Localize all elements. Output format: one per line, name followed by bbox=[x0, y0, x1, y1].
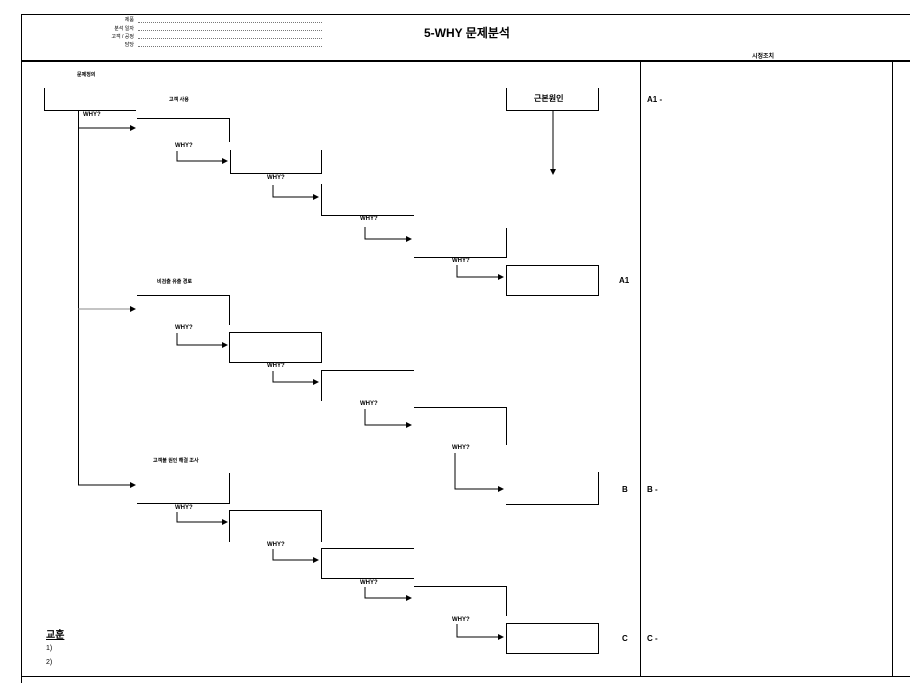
arrow-b2 bbox=[176, 333, 228, 348]
why-label-c3: WHY? bbox=[360, 580, 378, 586]
why-box-c1[interactable] bbox=[137, 473, 230, 504]
why-label-a4: WHY? bbox=[360, 216, 378, 222]
arrow-b5 bbox=[454, 453, 504, 492]
arrow-c4 bbox=[364, 587, 412, 601]
page-title: 5-WHY 문제분석 bbox=[424, 26, 510, 40]
why-label-a2: WHY? bbox=[175, 143, 193, 149]
why-box-a3[interactable] bbox=[321, 184, 414, 216]
problem-box[interactable] bbox=[44, 88, 136, 111]
info-field-product[interactable] bbox=[138, 22, 322, 23]
lessons-title: 교훈 bbox=[46, 630, 65, 641]
main-trunk bbox=[78, 111, 79, 485]
why-box-c3[interactable] bbox=[321, 548, 414, 579]
why-label-b1: WHY? bbox=[175, 325, 193, 331]
sheet-frame bbox=[21, 14, 910, 683]
info-label-owner: 담당 bbox=[124, 42, 134, 48]
why-label-a3: WHY? bbox=[267, 175, 285, 181]
marker-b: B bbox=[622, 485, 628, 494]
root-cause-box-c[interactable] bbox=[506, 623, 599, 654]
root-cause-box-b[interactable] bbox=[506, 472, 599, 505]
arrow-c3 bbox=[272, 549, 319, 563]
why-label-b3: WHY? bbox=[360, 401, 378, 407]
arrow-a3 bbox=[272, 185, 319, 200]
why-label-a5: WHY? bbox=[452, 258, 470, 264]
arrow-c2 bbox=[176, 512, 228, 525]
lesson-item-1[interactable]: 1) bbox=[46, 645, 53, 652]
marker-a: A1 bbox=[619, 276, 630, 285]
arrow-a5 bbox=[456, 265, 504, 280]
arrow-a2 bbox=[176, 151, 228, 164]
info-label-customer: 고객 / 공정 bbox=[111, 34, 134, 40]
why-label-c1: WHY? bbox=[175, 505, 193, 511]
why-box-b1[interactable] bbox=[137, 295, 230, 325]
root-cause-box bbox=[506, 88, 599, 111]
action-column-divider bbox=[640, 61, 641, 676]
why-box-a1[interactable] bbox=[137, 118, 230, 142]
why-box-c4[interactable] bbox=[414, 586, 507, 616]
branch-b-title: 비검출 유출 경로 bbox=[157, 279, 192, 285]
why-box-a4[interactable] bbox=[414, 228, 507, 258]
info-field-owner[interactable] bbox=[138, 46, 322, 47]
action-c[interactable]: C - bbox=[647, 634, 658, 643]
marker-c: C bbox=[622, 634, 628, 643]
why-label-b4: WHY? bbox=[452, 445, 470, 451]
action-b[interactable]: B - bbox=[647, 485, 658, 494]
header-divider bbox=[21, 60, 910, 62]
info-label-date: 분석 일자 bbox=[114, 26, 134, 32]
action-a[interactable]: A1 - bbox=[647, 95, 663, 104]
info-label-product: 제품 bbox=[124, 17, 134, 23]
problem-label: 문제정의 bbox=[77, 72, 96, 78]
arrow-a4 bbox=[364, 227, 412, 242]
arrow-c5 bbox=[456, 624, 504, 640]
lesson-item-2[interactable]: 2) bbox=[46, 659, 53, 666]
root-cause-box-a[interactable] bbox=[506, 265, 599, 296]
arrow-b3 bbox=[272, 371, 319, 385]
root-cause-label: 근본원인 bbox=[534, 94, 564, 103]
why-label-a1: WHY? bbox=[83, 112, 101, 118]
info-field-customer[interactable] bbox=[138, 38, 322, 39]
arrow-b4 bbox=[364, 409, 412, 428]
why-box-b4[interactable] bbox=[414, 407, 507, 445]
right-column-divider bbox=[892, 61, 893, 676]
info-field-date[interactable] bbox=[138, 30, 322, 31]
why-label-c4: WHY? bbox=[452, 617, 470, 623]
why-box-a2[interactable] bbox=[230, 150, 322, 174]
why-label-b2: WHY? bbox=[267, 363, 285, 369]
branch-a-title: 고객 사용 bbox=[169, 97, 189, 103]
why-label-c2: WHY? bbox=[267, 542, 285, 548]
action-column-label: 시정조치 bbox=[752, 54, 775, 60]
branch-c-title: 고객불 원인 해결 조사 bbox=[153, 458, 199, 464]
why-box-b2[interactable] bbox=[229, 332, 322, 363]
bottom-divider bbox=[21, 676, 910, 677]
why-box-b3[interactable] bbox=[321, 370, 414, 401]
why-box-c2[interactable] bbox=[229, 510, 322, 542]
